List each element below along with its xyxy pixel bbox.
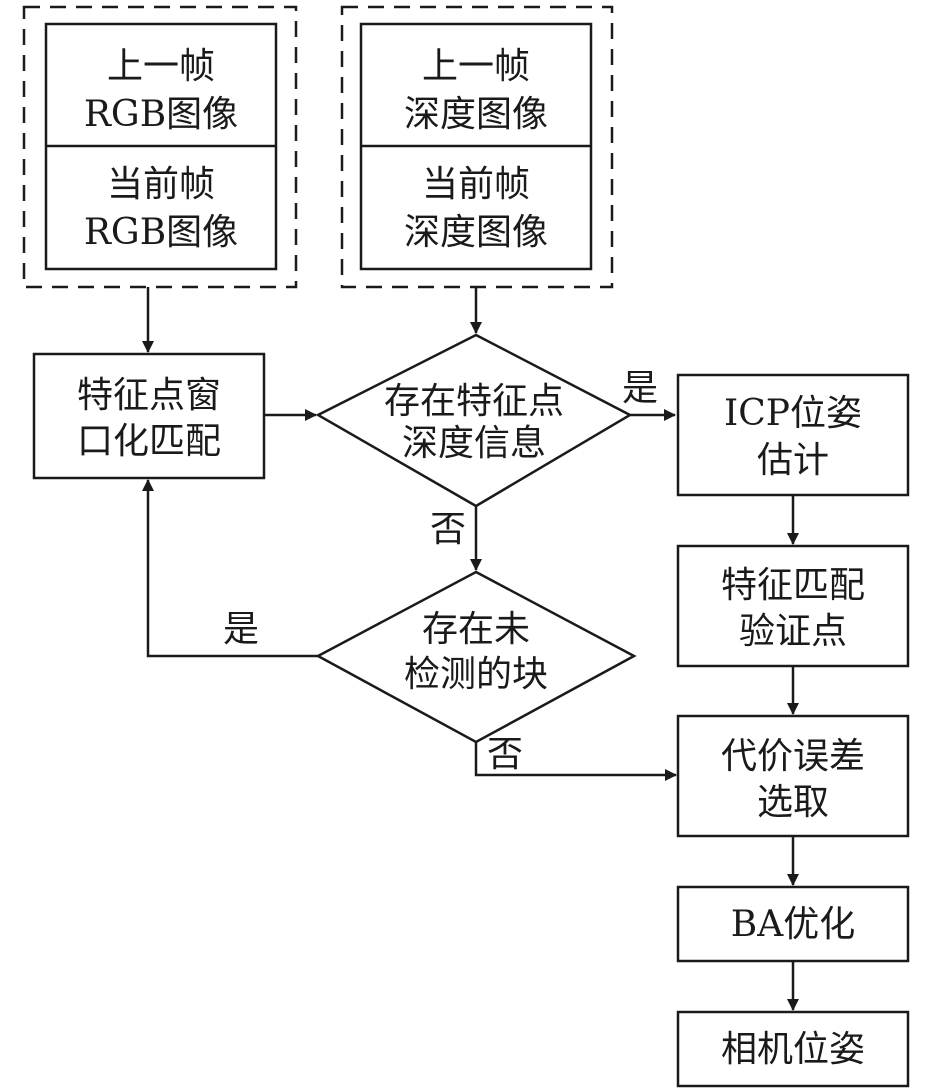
window-match-box xyxy=(32,352,266,480)
depth-curr-line2: 深度图像 xyxy=(404,212,548,253)
arrow-block-no-to-cost xyxy=(474,742,677,781)
window-match-line2: 口化匹配 xyxy=(77,421,221,462)
icp-line1: ICP位姿 xyxy=(724,393,862,434)
depth-prev-line1: 上一帧 xyxy=(422,46,530,87)
ba-box xyxy=(676,885,910,963)
rgb-curr-line2: RGB图像 xyxy=(84,212,238,253)
verify-box xyxy=(676,544,910,668)
has-depth-line2: 深度信息 xyxy=(402,423,546,464)
rgb-prev-line2: RGB图像 xyxy=(84,94,238,135)
pose-box xyxy=(676,1010,910,1088)
has-depth-no-label: 否 xyxy=(430,509,466,550)
cost-line1: 代价误差 xyxy=(721,736,865,777)
icp-line2: 估计 xyxy=(757,440,829,481)
arrow-block-yes-to-match xyxy=(142,479,318,658)
cost-box xyxy=(676,714,910,838)
rgb-prev-line1: 上一帧 xyxy=(107,46,215,87)
depth-curr-line1: 当前帧 xyxy=(422,164,530,205)
verify-line2: 验证点 xyxy=(739,611,847,652)
window-match-line1: 特征点窗 xyxy=(77,375,221,416)
undetected-yes-label: 是 xyxy=(223,609,259,650)
pose-label: 相机位姿 xyxy=(721,1029,865,1070)
cost-line2: 选取 xyxy=(757,782,829,823)
has-depth-yes-label: 是 xyxy=(622,368,658,409)
rgb-images-group xyxy=(22,5,298,289)
verify-line1: 特征匹配 xyxy=(721,565,865,606)
ba-label: BA优化 xyxy=(731,904,855,945)
undetected-line1: 存在未 xyxy=(422,609,530,650)
has-depth-line1: 存在特征点 xyxy=(384,381,564,422)
undetected-no-label: 否 xyxy=(487,734,523,775)
undetected-line2: 检测的块 xyxy=(404,654,548,695)
icp-box xyxy=(676,373,910,497)
depth-prev-line2: 深度图像 xyxy=(404,94,548,135)
rgb-curr-line1: 当前帧 xyxy=(107,164,215,205)
